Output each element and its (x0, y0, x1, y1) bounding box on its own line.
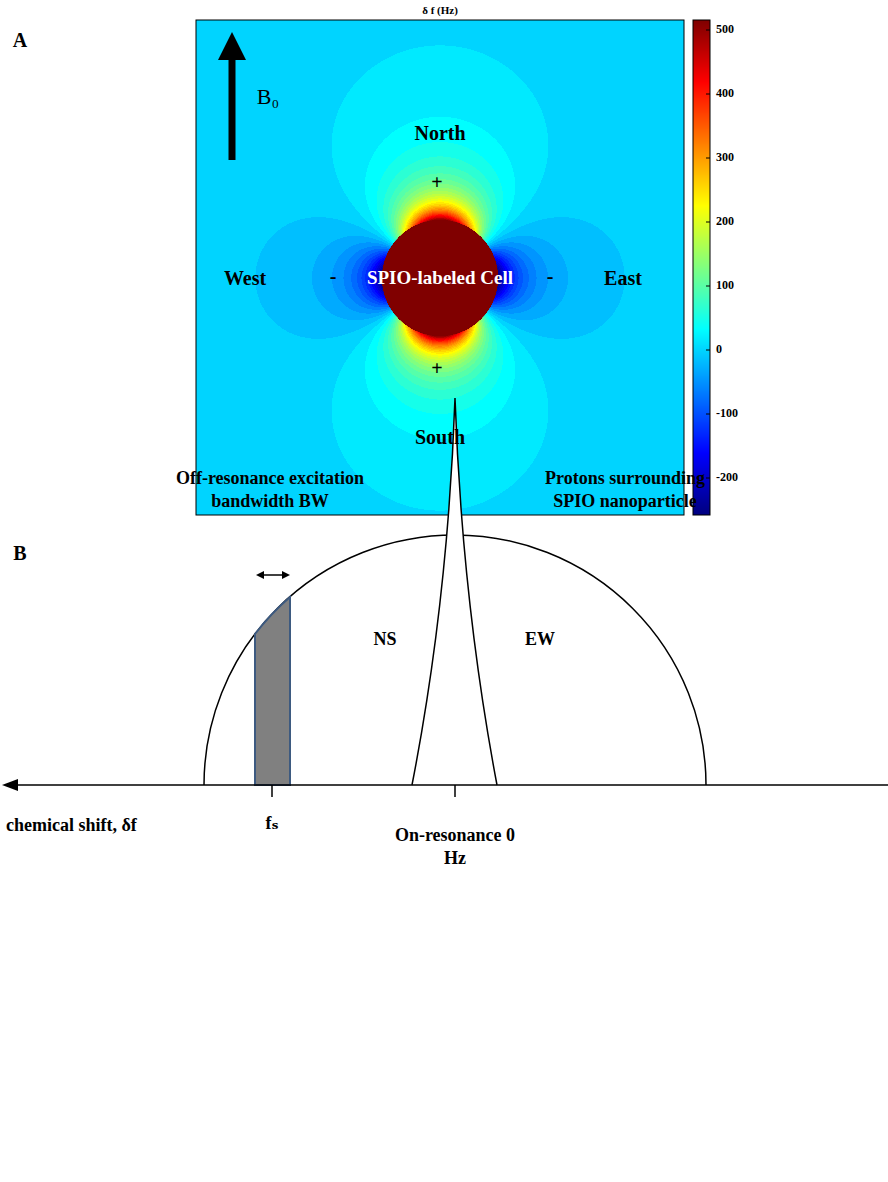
region-label: North (414, 120, 465, 146)
sign-label: + (431, 355, 442, 381)
region-label: South (415, 424, 465, 450)
arrowhead (256, 571, 264, 579)
colorbar (693, 20, 710, 515)
field-arrowhead (218, 32, 246, 60)
narrow-peak (412, 398, 497, 785)
tick-label: 200 (716, 214, 734, 230)
tick-label: 500 (716, 22, 734, 38)
field-label: B₀ (257, 83, 279, 112)
tick-label: -200 (716, 470, 738, 486)
field-map (196, 20, 684, 515)
axis-label: On-resonance 0 Hz (390, 824, 520, 871)
panel-letter: B (13, 540, 26, 566)
axis-label: chemical shift, δf (6, 814, 137, 837)
bandwidth-arrow (263, 574, 283, 576)
tick (271, 785, 273, 797)
panel-letter: A (13, 27, 27, 53)
sign-label: + (431, 169, 442, 195)
plot-frame (196, 20, 684, 515)
cell-label: SPIO-labeled Cell (365, 266, 515, 290)
sign-label: - (330, 263, 337, 289)
excitation-band (255, 597, 290, 785)
tick-label: 0 (716, 342, 722, 358)
region-label: West (224, 265, 266, 291)
tick-label: -100 (716, 406, 738, 422)
peak-label: Protons surrounding SPIO nanoparticle (528, 467, 723, 514)
region-label: NS (373, 628, 396, 651)
frequency-label: fₛ (265, 812, 278, 835)
labeled-cell: SPIO-labeled Cell (382, 220, 498, 336)
axis (14, 784, 888, 786)
tick (454, 785, 456, 797)
region-label: EW (525, 628, 555, 651)
colorbar-title: δ f (Hz) (422, 3, 458, 17)
colorbar-frame (693, 20, 710, 515)
tick-label: 300 (716, 150, 734, 166)
sign-label: - (547, 263, 554, 289)
tick-label: 100 (716, 278, 734, 294)
field-arrow (229, 56, 236, 160)
arrowhead (282, 571, 290, 579)
axis-arrowhead (2, 779, 18, 791)
tick-label: 400 (716, 86, 734, 102)
colorbar-ticks (706, 30, 710, 478)
band-label: Off-resonance excitation bandwidth BW (163, 467, 378, 514)
region-label: East (604, 265, 642, 291)
